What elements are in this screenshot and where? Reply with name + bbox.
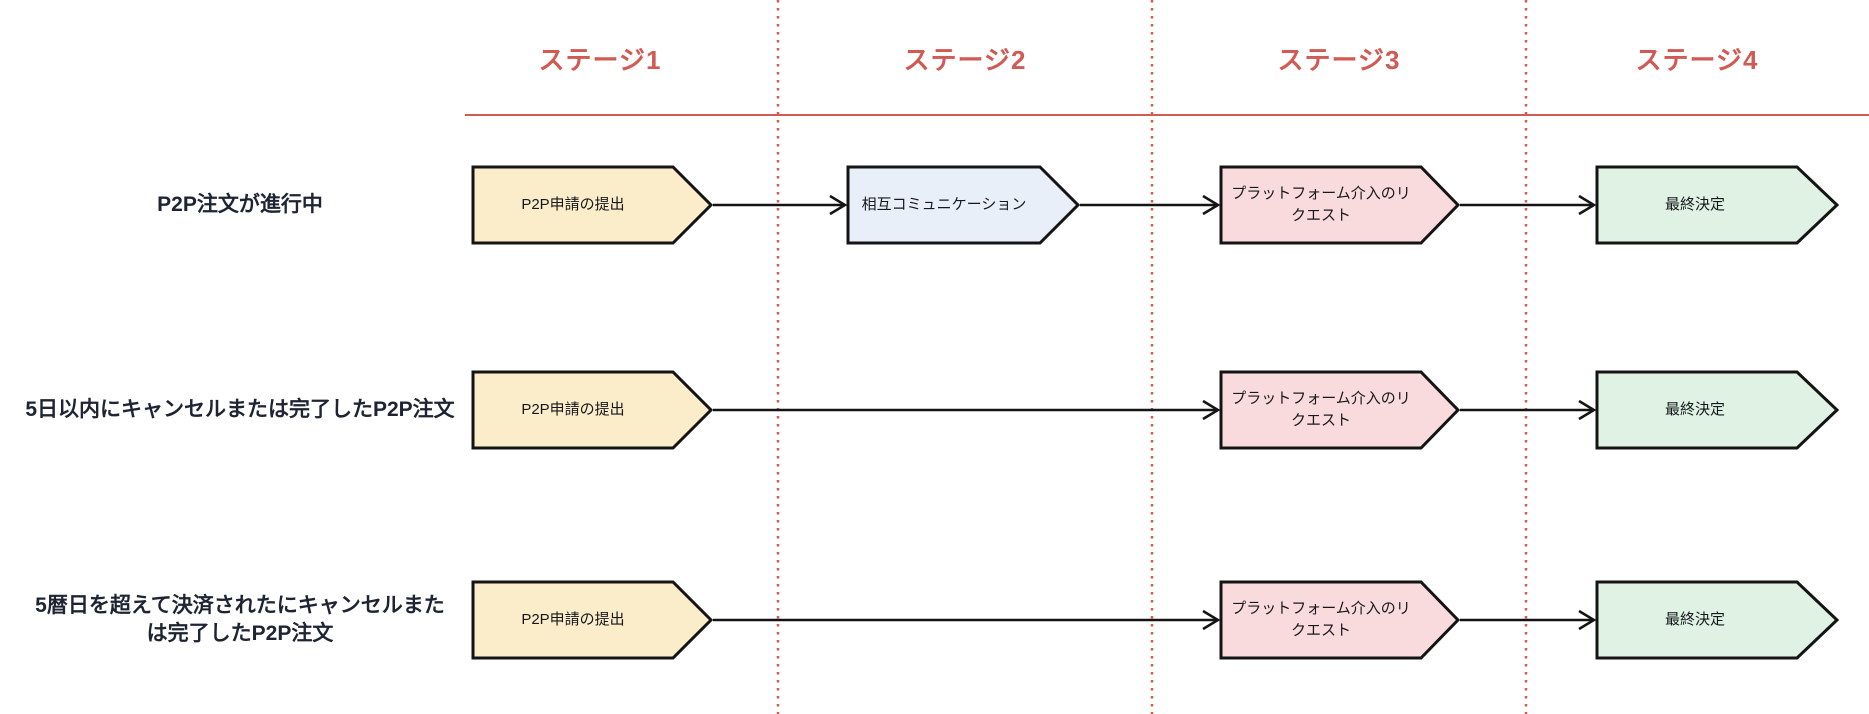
arrow-head-row1-2 (1202, 194, 1221, 216)
step-shape-row3-decision (1595, 580, 1840, 660)
arrow-head-row2-2 (1578, 399, 1597, 421)
step-shape-row2-submission (471, 370, 714, 450)
step-shape-row1-submission (471, 165, 714, 245)
arrow-head-row2-1 (1202, 399, 1221, 421)
step-shape-row1-intervention (1219, 165, 1461, 245)
step-shape-row2-decision (1595, 370, 1840, 450)
step-shape-row2-intervention (1219, 370, 1461, 450)
arrow-head-row3-1 (1202, 609, 1221, 631)
arrow-head-row3-2 (1578, 609, 1597, 631)
arrow-head-row1-1 (829, 194, 848, 216)
step-shape-row3-submission (471, 580, 714, 660)
step-shape-row1-decision (1595, 165, 1840, 245)
arrow-head-row1-3 (1578, 194, 1597, 216)
step-shape-row3-intervention (1219, 580, 1461, 660)
step-shape-row1-communication (846, 165, 1081, 245)
